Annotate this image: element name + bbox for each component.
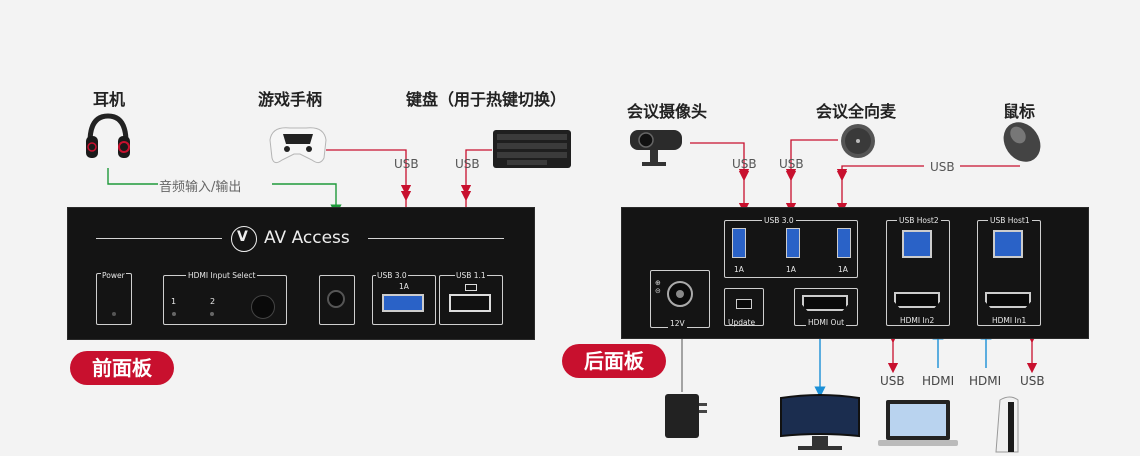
host2-label: USB Host2 [897,216,941,225]
update-port[interactable] [736,299,752,309]
laptop-usb-tag: USB [880,374,905,388]
usb-tag-keyboard: USB [455,157,480,171]
speaker-line [785,139,838,180]
usb-tag-camera: USB [732,157,757,171]
host1-label: USB Host1 [988,216,1032,225]
audio-jack-port[interactable] [319,275,355,325]
host2-usb-b-port[interactable] [902,230,932,258]
gamepad-line [326,149,412,196]
rear-usb30-port-2[interactable] [786,228,800,258]
camera-caption: 会议摄像头 [627,102,708,121]
usb-tag-gamepad: USB [394,157,419,171]
front-usb11-label: USB 1.1 [455,271,487,280]
mouse-caption: 鼠标 [1003,102,1036,121]
update-label: Update [728,318,756,327]
front-usb30-label: USB 3.0 [376,271,408,280]
camera-line [690,142,750,180]
dc-power-label: 12V [668,319,687,328]
keyboard-line [460,149,492,196]
front-usb30-port[interactable] [382,294,424,312]
rear-panel-badge: 后面板 [562,344,666,378]
rear-usb30-current-1: 1A [734,265,744,274]
audio-line-right [272,183,342,216]
input-2-led [210,312,214,316]
console-hdmi-tag: HDMI [969,374,1002,388]
rear-usb30-current-3: 1A [838,265,848,274]
input-1-led [172,312,176,316]
usb-tag-mouse: USB [930,160,955,174]
hdmi-out-port[interactable] [802,295,848,311]
rear-usb30-port-3[interactable] [837,228,851,258]
keyboard-caption: 键盘（用于热键切换） [406,90,567,109]
gamepad-caption: 游戏手柄 [258,90,323,109]
headphone-caption: 耳机 [93,90,126,109]
hdmi-in2-label: HDMI In2 [898,316,937,325]
polarity-icon: ⊕⊝ [655,279,661,295]
keyboard-symbol-icon [465,284,477,291]
speaker-caption: 会议全向麦 [816,102,897,121]
av-access-logo-icon: V [231,226,257,252]
input-2-label: 2 [210,297,216,306]
input-1-label: 1 [171,297,177,306]
power-label: Power [101,271,126,280]
dc-power-port[interactable] [667,281,693,307]
hdmi-in1-port[interactable] [985,292,1031,308]
hdmi-in1-label: HDMI In1 [990,316,1029,325]
hdmi-input-select-label: HDMI Input Select [186,271,258,280]
rear-panel: USB 3.0 1A 1A 1A USB Host2 HDMI In2 USB … [621,207,1089,339]
audio-io-label: 音频输入/输出 [159,180,242,195]
console-usb-tag: USB [1020,374,1045,388]
update-group [724,288,764,326]
front-usb30-current: 1A [399,282,409,291]
front-panel: V AV Access Power HDMI Input Select 1 2 … [67,207,535,340]
rear-usb30-port-1[interactable] [732,228,746,258]
rear-usb30-current-2: 1A [786,265,796,274]
brand-name: AV Access [264,228,350,248]
rear-usb30-label: USB 3.0 [762,216,796,225]
front-panel-badge: 前面板 [70,351,174,385]
hdmi-in2-port[interactable] [894,292,940,308]
hdmi-out-label: HDMI Out [806,318,847,327]
usb-tag-speaker: USB [779,157,804,171]
laptop-hdmi-tag: HDMI [922,374,955,388]
audio-line-left [107,168,158,185]
input-select-button[interactable] [251,295,275,319]
host1-usb-b-port[interactable] [993,230,1023,258]
front-usb11-port[interactable] [449,294,491,312]
